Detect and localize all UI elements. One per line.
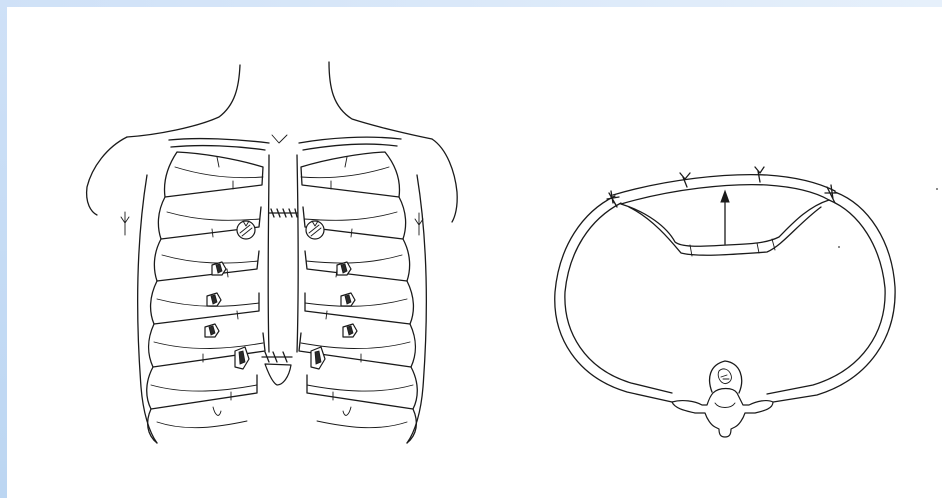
speck	[838, 246, 840, 248]
chest-frontal-view	[7, 7, 477, 498]
vertebra	[672, 361, 773, 437]
slide-left-border	[0, 0, 7, 498]
sternum-bar-upper	[621, 200, 829, 246]
upper-suture	[269, 209, 297, 217]
clavicle-left	[169, 139, 269, 143]
clavicle-right-lower	[303, 144, 397, 150]
anterior-wall-outer	[613, 175, 835, 195]
strut-blocks-right	[311, 262, 357, 369]
figure-canvas	[7, 7, 942, 498]
rib-ring-inner	[565, 203, 672, 393]
shoulder-right	[432, 139, 457, 222]
rib-repair-circles	[237, 221, 324, 239]
neck-outline	[127, 65, 240, 137]
sternum-bar-lower	[629, 207, 821, 255]
clavicle-right	[299, 137, 401, 143]
sternum-segments	[690, 239, 775, 256]
lower-suture	[262, 352, 292, 362]
rib-ring-outer	[555, 196, 672, 402]
xiphoid	[265, 364, 291, 385]
speck	[936, 188, 938, 190]
rib-ring-inner-right	[767, 200, 885, 394]
clavicle-left-lower	[171, 146, 265, 150]
shoulder-left	[87, 137, 127, 215]
right-rib-cage	[299, 152, 426, 443]
ring-sutures	[607, 167, 837, 207]
anterior-wall-inner	[621, 185, 829, 204]
sternal-gap-left	[268, 155, 269, 352]
sternal-notch	[272, 135, 287, 143]
arm-line-left	[121, 212, 129, 235]
rib-ring-outer-right	[767, 192, 895, 403]
sternal-gap-right	[297, 155, 298, 352]
left-rib-cage	[138, 152, 265, 443]
neck-outline-right	[329, 62, 432, 139]
slide-top-border	[0, 0, 942, 7]
elevation-arrowhead	[721, 191, 729, 202]
